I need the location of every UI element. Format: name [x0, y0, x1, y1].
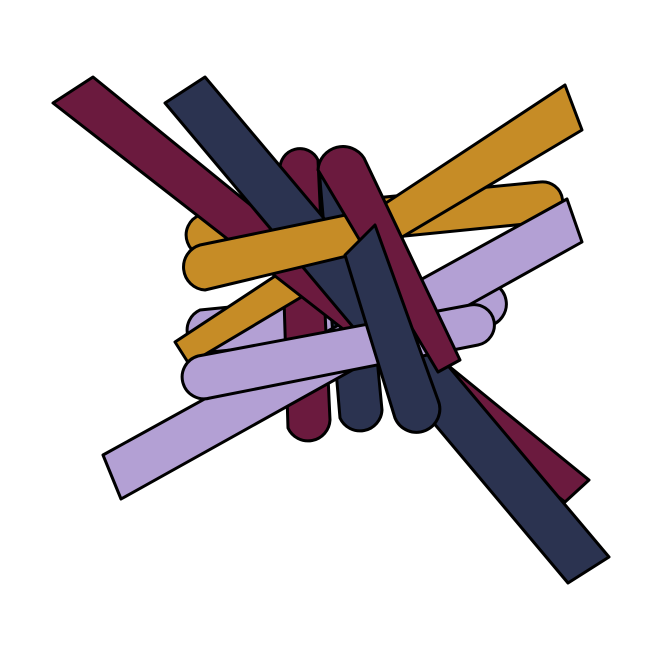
navy-capsule-front [343, 223, 442, 434]
maroon-capsule-front [316, 145, 462, 374]
gold-capsule-front [182, 210, 374, 292]
